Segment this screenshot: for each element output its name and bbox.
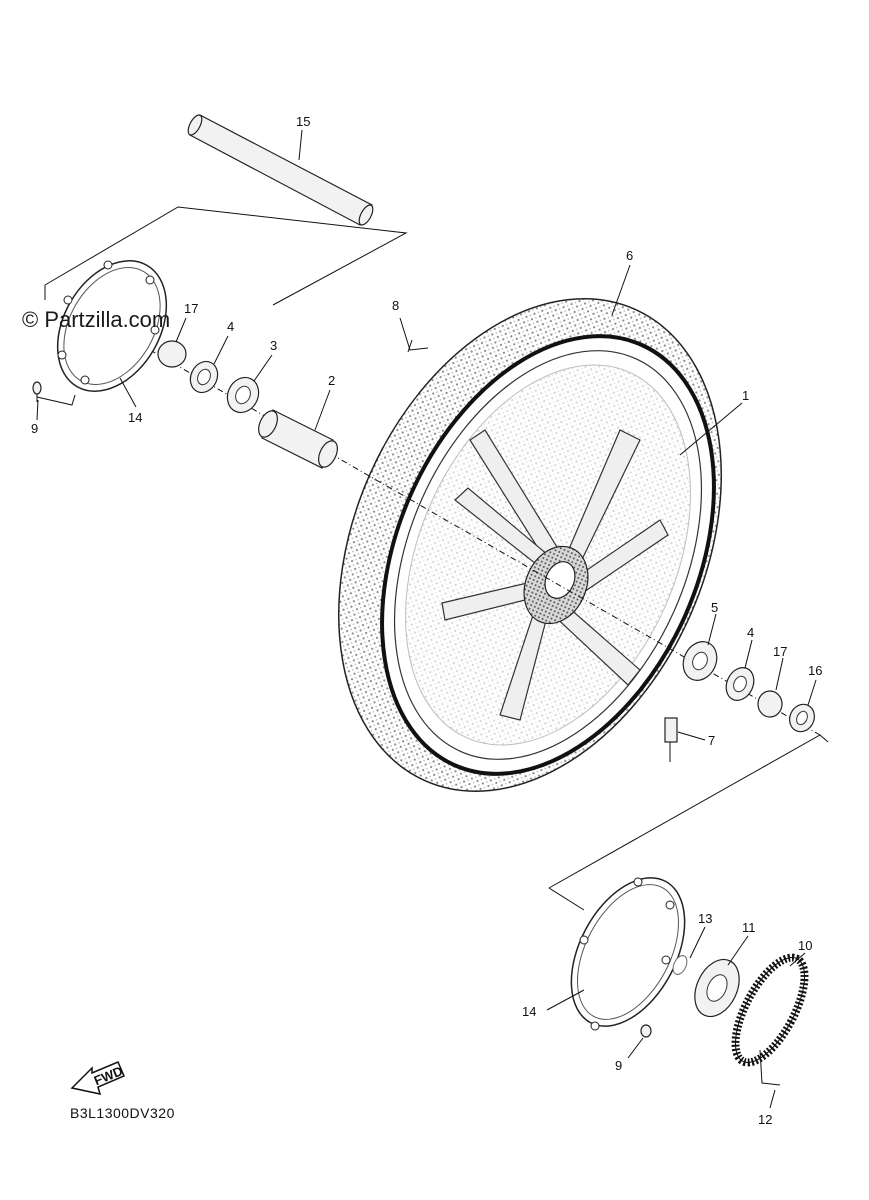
part-13: [672, 955, 688, 975]
leader-17a: [175, 317, 187, 343]
bolt-part-7: [664, 717, 678, 762]
bolt-part-9-right: [640, 1024, 652, 1038]
callout-13: 13: [698, 911, 712, 926]
leader-12: [769, 1089, 776, 1109]
watermark: © Partzilla.com: [22, 307, 170, 332]
seal-part-4-left: [189, 360, 219, 394]
callout-15: 15: [296, 114, 310, 129]
callout-1: 1: [742, 388, 749, 403]
callout-8: 8: [392, 298, 399, 313]
brake-disc-left-14: [56, 260, 168, 392]
bearing-part-5: [682, 641, 718, 681]
leader-6: [611, 264, 631, 316]
bearing-part-3: [226, 376, 260, 414]
callout-4a: 4: [227, 319, 234, 334]
callout-10: 10: [798, 938, 812, 953]
axle-part-15: [187, 114, 374, 226]
group-bracket-lower: [548, 734, 829, 911]
fwd-arrow-icon: FWD: [70, 1061, 125, 1095]
callout-2: 2: [328, 373, 335, 388]
callout-17b: 17: [773, 644, 787, 659]
front-wheel-assembly: [338, 298, 722, 792]
collar-part-17-left: [157, 340, 187, 368]
callout-3: 3: [270, 338, 277, 353]
callout-12: 12: [758, 1112, 772, 1127]
leader-5: [707, 613, 717, 646]
leader-9a: [36, 399, 39, 421]
leader-1: [679, 402, 743, 456]
leader-11: [727, 935, 749, 966]
callout-11: 11: [742, 920, 756, 935]
fwd-label: FWD: [92, 1063, 125, 1088]
diagram-code: B3L1300DV320: [70, 1105, 175, 1121]
spacer-part-2: [258, 409, 338, 469]
leader-16: [807, 679, 817, 706]
screw-part-12: [759, 1049, 781, 1086]
seal-part-4-right: [725, 667, 755, 701]
callout-6: 6: [626, 248, 633, 263]
callout-14a: 14: [128, 410, 142, 425]
leader-14a: [119, 377, 137, 408]
callout-4b: 4: [747, 625, 754, 640]
callout-9a: 9: [31, 421, 38, 436]
callout-17a: 17: [184, 301, 198, 316]
callout-16: 16: [808, 663, 822, 678]
sensor-ring-part-10: [731, 953, 809, 1067]
axis-centerline: [149, 349, 821, 736]
leader-17b: [775, 657, 784, 691]
valve-part-8: [399, 317, 429, 353]
leader-2: [314, 389, 331, 431]
collar-part-17-right: [757, 690, 783, 718]
callout-14b: 14: [522, 1004, 536, 1019]
leader-4a: [213, 335, 229, 365]
bolt-part-9-left: [32, 381, 76, 406]
callout-7: 7: [708, 733, 715, 748]
callout-5: 5: [711, 600, 718, 615]
leader-14b: [546, 989, 585, 1011]
brake-disc-right-14: [570, 877, 686, 1031]
leader-9b: [627, 1037, 644, 1059]
leader-3: [253, 354, 273, 382]
sensor-rotor-part-11: [694, 958, 740, 1018]
leader-13: [689, 926, 706, 959]
callout-9b: 9: [615, 1058, 622, 1073]
leader-10: [789, 952, 806, 967]
wheel-spokes: [441, 429, 669, 721]
group-bracket-upper: [44, 206, 408, 306]
leader-15: [298, 129, 303, 161]
leader-7: [677, 731, 706, 741]
collar-part-16: [789, 703, 815, 733]
leader-4b: [744, 639, 753, 669]
